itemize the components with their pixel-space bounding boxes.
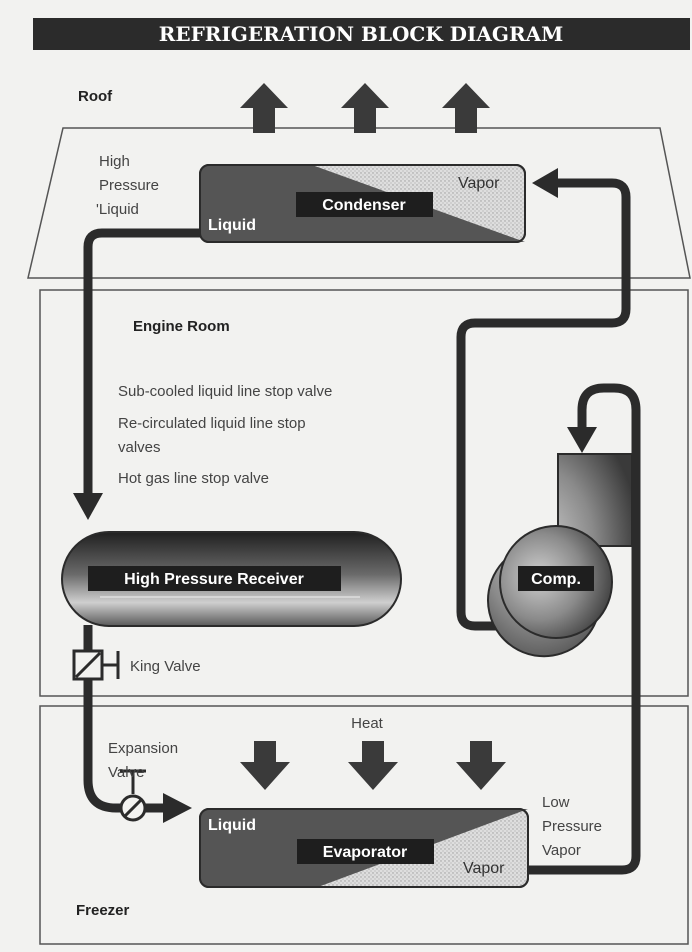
- discharge-line: [456, 178, 631, 631]
- expansion-valve-line-1: Expansion: [108, 740, 178, 757]
- lpv-line-1: Low: [542, 794, 570, 811]
- hpl-line-1: High: [99, 153, 130, 170]
- receiver-label: High Pressure Receiver: [124, 571, 304, 588]
- roof-label: Roof: [78, 88, 113, 105]
- condenser-label: Condenser: [322, 197, 406, 214]
- freezer-zone: [39, 705, 689, 945]
- arrowhead-to-evaporator: [163, 793, 192, 823]
- heat-rejection-arrows: [240, 83, 490, 133]
- expansion-valve: Expansion Valve: [108, 740, 178, 822]
- king-valve-label: King Valve: [130, 658, 201, 675]
- evaporator: Evaporator Liquid Vapor: [199, 808, 529, 888]
- valve-list-item-3: Hot gas line stop valve: [118, 470, 269, 487]
- high-pressure-receiver: High Pressure Receiver: [61, 531, 402, 627]
- receiver-label-box: [88, 566, 341, 591]
- lpv-line-2: Pressure: [542, 818, 602, 835]
- king-valve: King Valve: [72, 649, 201, 681]
- title-bar: [33, 18, 690, 50]
- engine-room-zone: [39, 289, 689, 697]
- condenser-label-box: [296, 192, 433, 217]
- piping: [83, 178, 641, 875]
- valve-list: Sub-cooled liquid line stop valve Re-cir…: [118, 383, 332, 487]
- lpv-line-3: Vapor: [542, 842, 581, 859]
- condenser-vapor-label: Vapor: [458, 175, 500, 192]
- compressor-label-box: [518, 566, 594, 591]
- flow-arrowheads: [73, 168, 597, 823]
- condenser: Condenser Liquid Vapor: [199, 164, 526, 243]
- liquid-line-to-evaporator: [83, 625, 165, 813]
- heat-input-arrows: [240, 741, 506, 790]
- compressor: Comp.: [487, 453, 633, 658]
- down-arrow-1: [240, 741, 290, 790]
- up-arrow-3: [442, 83, 490, 133]
- evaporator-vapor-label: Vapor: [463, 860, 505, 877]
- down-arrow-2: [348, 741, 398, 790]
- up-arrow-1: [240, 83, 288, 133]
- down-arrow-3: [456, 741, 506, 790]
- engine-room-label: Engine Room: [133, 318, 230, 335]
- hpl-line-3: 'Liquid: [96, 201, 139, 218]
- valve-list-item-2b: valves: [118, 439, 161, 456]
- expansion-valve-line-2: Valve: [108, 764, 144, 781]
- up-arrow-2: [341, 83, 389, 133]
- liquid-line-to-receiver: [83, 228, 202, 495]
- compressor-label: Comp.: [531, 571, 581, 588]
- arrowhead-to-receiver: [73, 493, 103, 520]
- heat-label: Heat: [351, 715, 384, 732]
- high-pressure-liquid-label: High Pressure 'Liquid: [96, 153, 159, 218]
- low-pressure-vapor-label: Low Pressure Vapor: [542, 794, 602, 859]
- freezer-label: Freezer: [76, 902, 130, 919]
- evaporator-liquid-label: Liquid: [208, 817, 256, 834]
- arrowhead-to-compressor: [567, 427, 597, 453]
- suction-line: [528, 383, 641, 875]
- evaporator-label-box: [297, 839, 434, 864]
- valve-list-item-1: Sub-cooled liquid line stop valve: [118, 383, 332, 400]
- hpl-line-2: Pressure: [99, 177, 159, 194]
- diagram-title: REFRIGERATION BLOCK DIAGRAM: [159, 22, 564, 46]
- valve-list-item-2: Re-circulated liquid line stop: [118, 415, 306, 432]
- condenser-liquid-label: Liquid: [208, 217, 256, 234]
- evaporator-label: Evaporator: [323, 844, 407, 861]
- arrowhead-to-condenser: [532, 168, 558, 198]
